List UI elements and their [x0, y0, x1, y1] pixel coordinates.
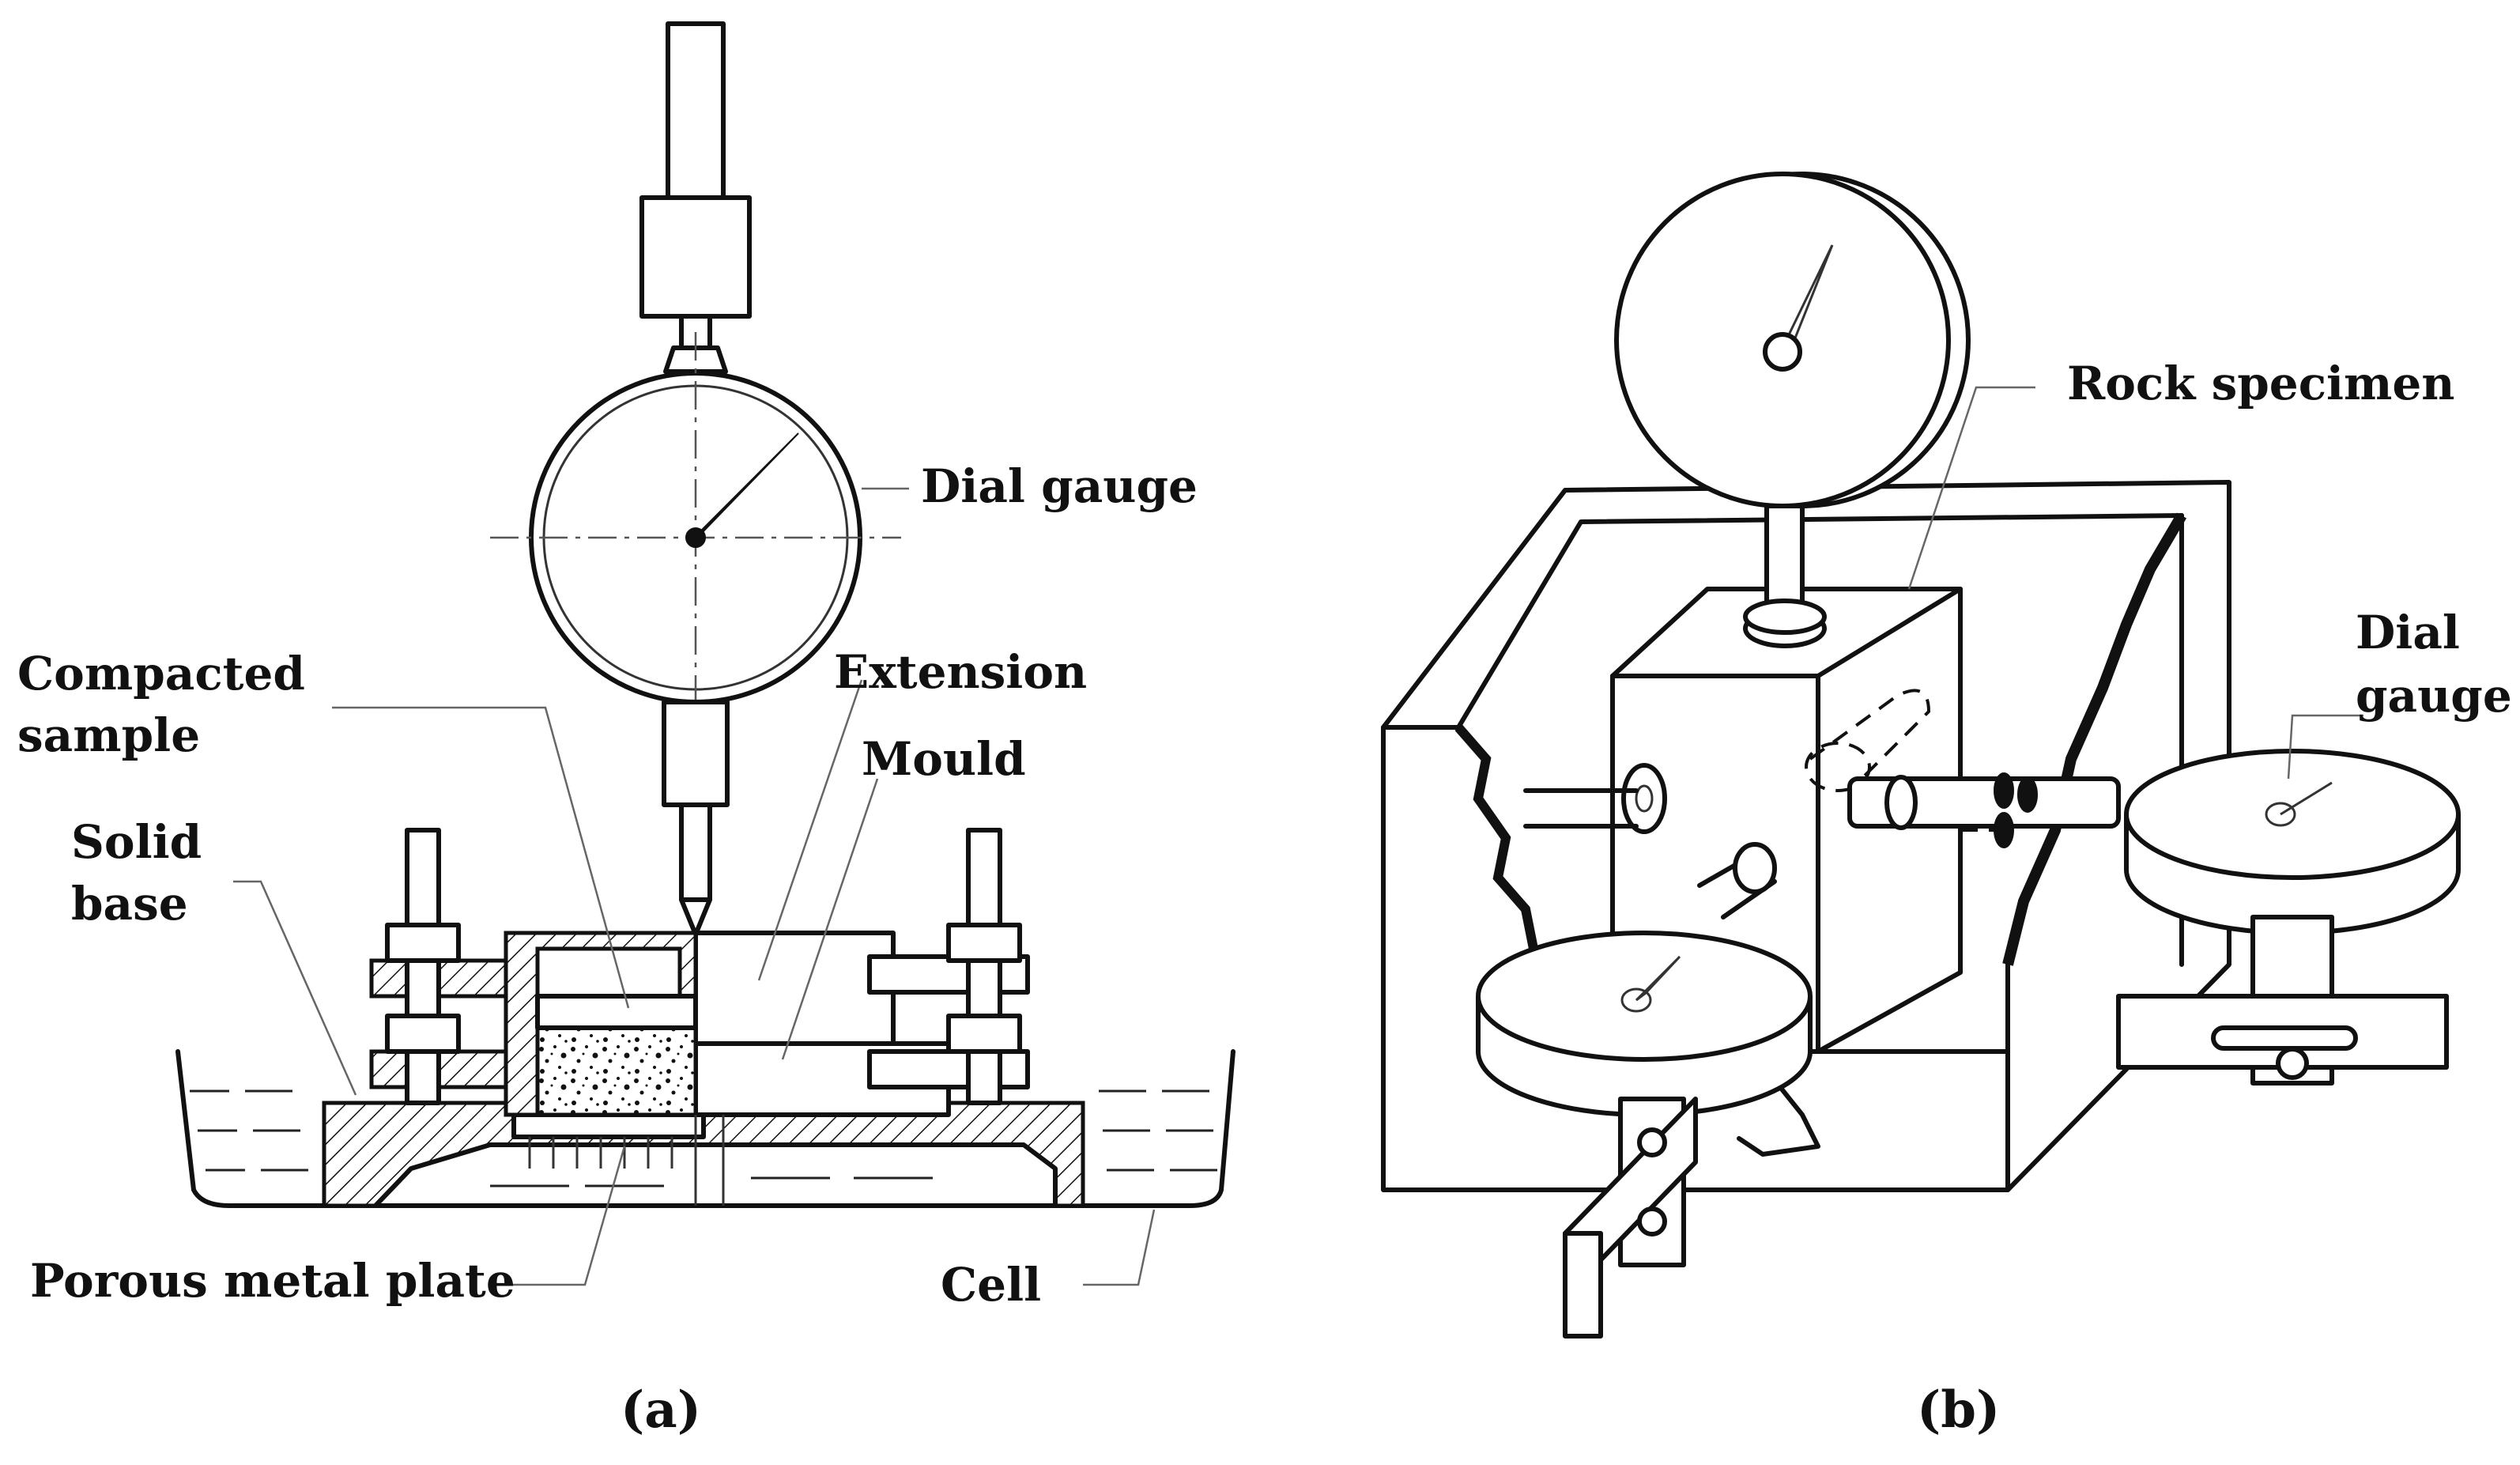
spindle-clamp	[639, 195, 752, 319]
left-dial-gauge	[1476, 842, 1813, 1339]
top-dial-gauge	[1614, 172, 1971, 648]
caption-a: (a)	[621, 1380, 701, 1440]
label-solid-base-2: base	[71, 877, 188, 931]
label-dial-gauge: Dial gauge	[921, 459, 1198, 513]
label-dial-gauge-b-2: gauge	[2356, 669, 2512, 723]
compacted-sample	[535, 1025, 698, 1117]
dial-gauge-face	[490, 332, 901, 743]
label-compacted-sample-2: sample	[17, 708, 200, 762]
label-cell: Cell	[941, 1258, 1041, 1312]
label-mould: Mould	[862, 732, 1026, 786]
label-extension: Extension	[834, 645, 1087, 699]
label-compacted-sample-1: Compacted	[17, 647, 305, 700]
right-dial-gauge	[1847, 749, 2461, 1086]
label-rock-specimen: Rock specimen	[2067, 357, 2454, 410]
panel-b-diagram	[1381, 172, 2461, 1339]
caption-b: (b)	[1917, 1380, 2000, 1440]
label-solid-base-1: Solid	[71, 815, 202, 869]
water-lines	[190, 1089, 1217, 1187]
label-porous-metal-plate: Porous metal plate	[30, 1254, 515, 1308]
spindle-rod	[666, 21, 726, 200]
panel-a-diagram	[175, 21, 1235, 1286]
label-dial-gauge-b-1: Dial	[2356, 606, 2460, 659]
porous-metal-plate	[511, 1112, 706, 1139]
